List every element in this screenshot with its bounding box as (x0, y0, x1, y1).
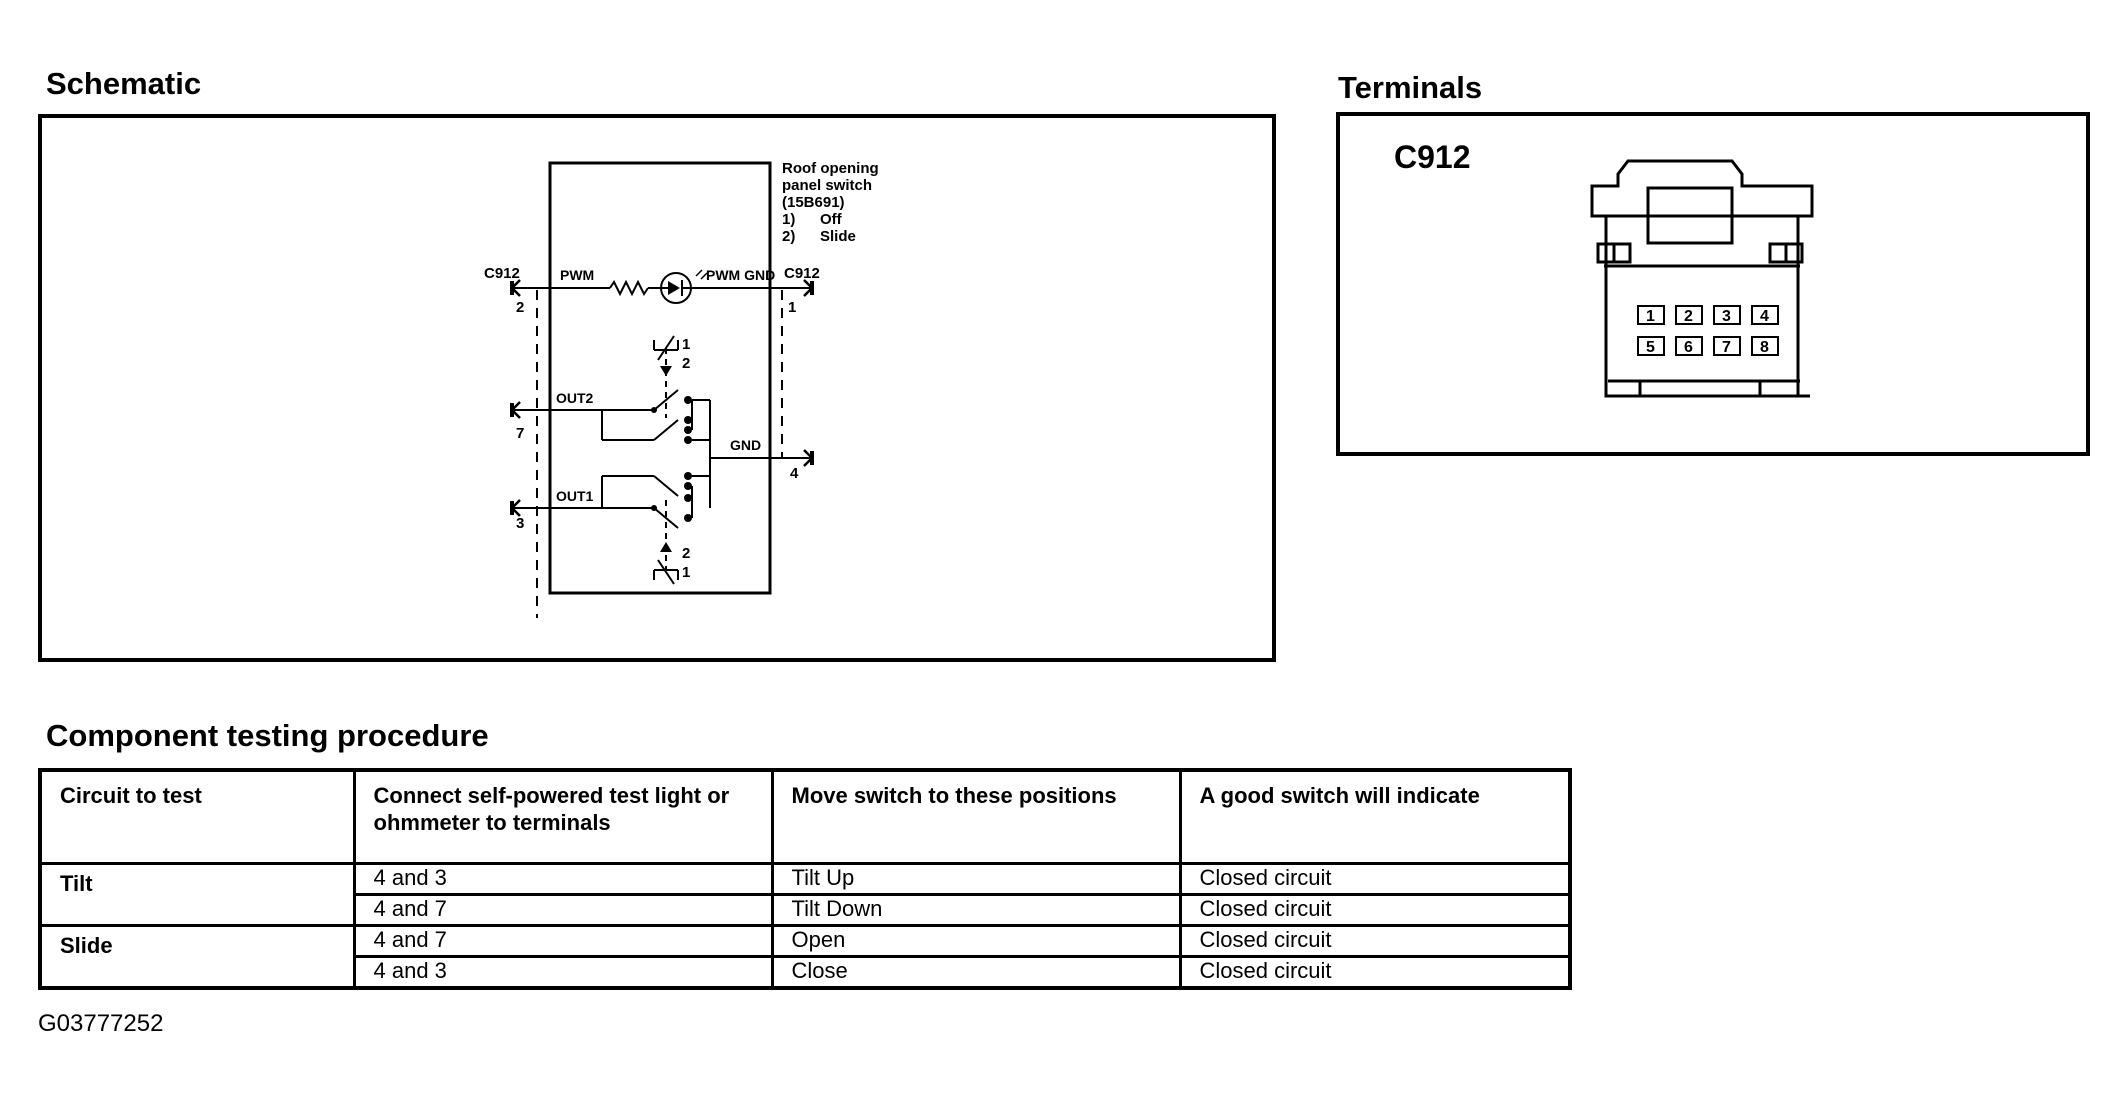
component-label-2: panel switch (782, 177, 872, 194)
terminal-pin-4: 4 (1760, 308, 1769, 325)
indication-cell: Closed circuit (1178, 893, 1572, 927)
terminal-pin-5: 5 (1646, 339, 1655, 356)
upper-pos-2: 2 (682, 355, 690, 372)
pin-2-label: 2 (516, 299, 524, 316)
terminal-pin-2: 2 (1684, 308, 1693, 325)
terminal-pin-6: 6 (1684, 339, 1693, 356)
indication-cell: Closed circuit (1178, 862, 1572, 896)
table-header-row: Circuit to test Connect self-powered tes… (38, 768, 1572, 865)
terminal-connector-view: C912 1 2 3 4 (1394, 139, 1814, 398)
position-2-num: 2) (782, 228, 795, 245)
table-row: 4 and 3 Close Closed circuit (40, 955, 1572, 988)
indication-cell: Closed circuit (1178, 924, 1572, 958)
pwm-resistor (609, 279, 649, 297)
terminals-cell: 4 and 7 (352, 924, 774, 958)
position-2-name: Slide (820, 228, 856, 245)
lower-pos-2: 2 (682, 545, 690, 562)
component-label-1: Roof opening (782, 160, 879, 177)
circuit-cell: Slide (38, 924, 356, 990)
upper-switch (601, 335, 711, 508)
procedure-table: Circuit to test Connect self-powered tes… (38, 768, 1572, 990)
schematic-panel: Roof opening panel switch (15B691) 1) Of… (38, 114, 1276, 662)
terminal-pin-1: 1 (1646, 308, 1655, 325)
position-cell: Tilt Up (770, 862, 1182, 896)
header-positions: Move switch to these positions (770, 768, 1182, 865)
pin-3-label: 3 (516, 515, 524, 532)
figure-id: G03777252 (38, 1010, 164, 1037)
position-cell: Open (770, 924, 1182, 958)
connector-right-label: C912 (784, 265, 820, 282)
lower-pos-1: 1 (682, 564, 690, 581)
pwm-label: PWM (560, 267, 594, 283)
indication-cell: Closed circuit (1178, 955, 1572, 988)
schematic-heading: Schematic (46, 66, 202, 101)
terminal-pin-8: 8 (1760, 339, 1769, 356)
pin-7-label: 7 (516, 425, 524, 442)
table-row: Slide 4 and 7 Open Closed circuit (38, 924, 1572, 990)
header-terminals: Connect self-powered test light or ohmme… (352, 768, 774, 865)
terminal-connector-label: C912 (1394, 139, 1471, 175)
position-cell: Close (770, 955, 1182, 988)
terminals-cell: 4 and 7 (352, 893, 774, 927)
component-label-3: (15B691) (782, 194, 845, 211)
procedure-heading: Component testing procedure (46, 718, 489, 753)
schematic-diagram: Roof opening panel switch (15B691) 1) Of… (484, 160, 879, 618)
position-1-num: 1) (782, 211, 795, 228)
table-row: 4 and 7 Tilt Down Closed circuit (40, 893, 1572, 927)
header-circuit: Circuit to test (38, 768, 356, 865)
circuit-cell: Tilt (38, 862, 356, 927)
connector-left-label: C912 (484, 265, 520, 282)
out1-label: OUT1 (556, 488, 594, 504)
terminals-cell: 4 and 3 (352, 862, 774, 896)
terminals-cell: 4 and 3 (352, 955, 774, 988)
pin-row-top: 1 2 3 4 (1637, 305, 1779, 325)
pin-row-bottom: 5 6 7 8 (1637, 336, 1779, 356)
terminals-panel: C912 1 2 3 4 (1336, 112, 2090, 456)
terminal-pin-3: 3 (1722, 308, 1731, 325)
switch-body (548, 161, 772, 595)
position-1-name: Off (820, 211, 843, 228)
terminals-heading: Terminals (1338, 70, 1483, 105)
pwm-gnd-label: PWM GND (706, 267, 775, 283)
out2-label: OUT2 (556, 390, 594, 406)
table-row: Tilt 4 and 3 Tilt Up Closed circuit (38, 862, 1572, 927)
upper-pos-1: 1 (682, 336, 690, 353)
pin-1-label: 1 (788, 299, 796, 316)
lower-switch (601, 475, 710, 585)
gnd-label: GND (730, 437, 761, 453)
header-indication: A good switch will indicate (1178, 768, 1572, 865)
position-cell: Tilt Down (770, 893, 1182, 927)
terminal-pin-7: 7 (1722, 339, 1731, 356)
pin-4-label: 4 (790, 465, 799, 482)
